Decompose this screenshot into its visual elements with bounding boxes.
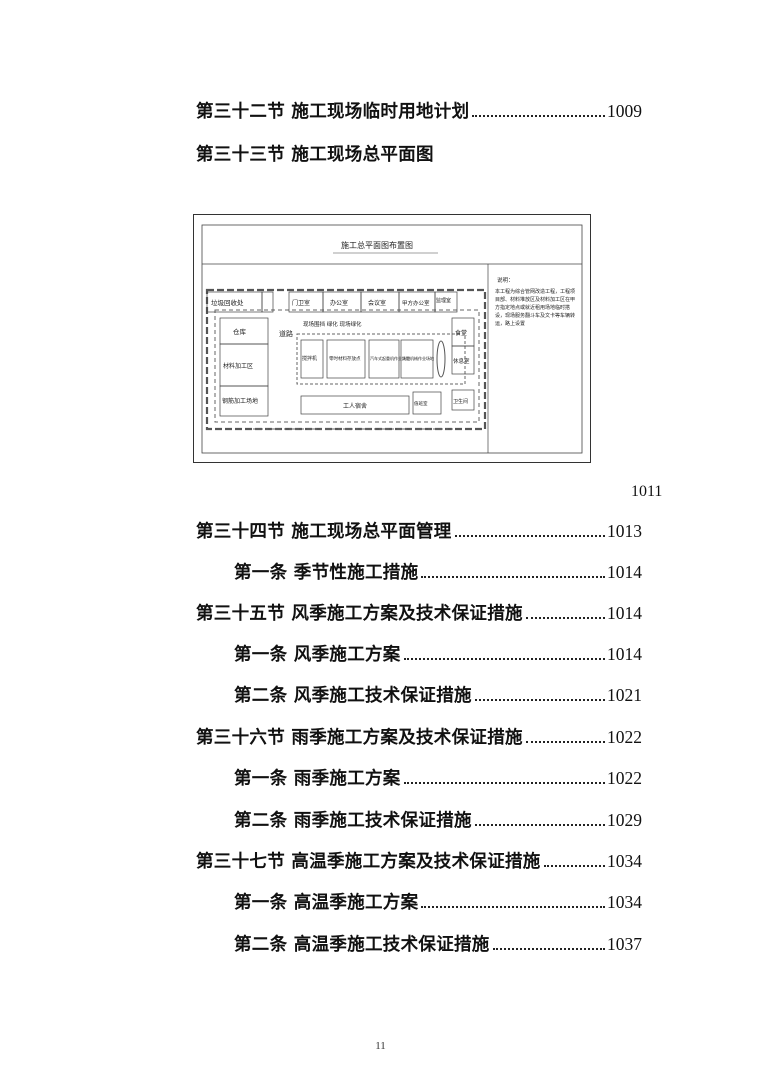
dot-leader <box>403 781 605 784</box>
dot-leader <box>421 905 605 908</box>
label-toilet: 卫生间 <box>453 398 468 405</box>
label-meeting: 会议室 <box>368 299 386 307</box>
figure-page-number: 1011 <box>631 483 663 500</box>
toc-entry-page: 1009 <box>607 101 642 121</box>
toc-entry-page: 1029 <box>607 810 642 830</box>
toc-entry-title: 第三十二节 施工现场临时用地计划 <box>196 102 470 122</box>
toc-entry-title: 第一条 风季施工方案 <box>234 645 401 665</box>
label-big-material: 大型机械作业场地 <box>402 355 434 361</box>
label-rest: 休息室 <box>453 357 470 365</box>
toc-entry[interactable]: 第三十四节 施工现场总平面管理 1013 <box>196 518 642 543</box>
toc-entry-title: 第一条 季节性施工措施 <box>234 563 419 583</box>
toc-entry[interactable]: 第二条 雨季施工技术保证措施 1029 <box>234 807 642 832</box>
toc-entry-title: 第二条 高温季施工技术保证措施 <box>234 935 490 955</box>
figure-title: 施工总平面图布置图 <box>341 240 413 250</box>
toc-entry-title: 第三十七节 高温季施工方案及技术保证措施 <box>196 852 541 872</box>
toc-entry-page: 1013 <box>607 521 642 541</box>
page-number: 11 <box>375 1040 386 1052</box>
dot-leader <box>403 657 605 660</box>
label-crane: 汽车式起重机作业场地 <box>370 355 410 361</box>
dot-leader <box>492 947 605 950</box>
toc-entry-title: 第三十六节 雨季施工方案及技术保证措施 <box>196 728 523 748</box>
label-dorm: 工人宿舍 <box>343 402 367 410</box>
label-fence: 现场围挡 绿化 现场绿化 <box>303 320 362 328</box>
toc-entry[interactable]: 第三十二节 施工现场临时用地计划 1009 <box>196 98 642 123</box>
dot-leader <box>474 823 605 826</box>
toc-entry[interactable]: 第二条 高温季施工技术保证措施 1037 <box>234 931 642 956</box>
toc-entry-title: 第一条 高温季施工方案 <box>234 893 419 913</box>
dot-leader <box>454 534 605 537</box>
label-road: 道路 <box>279 329 293 338</box>
toc-entry[interactable]: 第一条 高温季施工方案 1034 <box>234 889 642 914</box>
label-office: 办公室 <box>330 299 348 307</box>
dot-leader <box>525 740 605 743</box>
dot-leader <box>474 698 605 701</box>
site-plan-figure: 施工总平面图布置图 垃圾回收处 门卫室 办公室 会议室 甲方办公室 监理室 仓库… <box>193 214 591 463</box>
toc-entry-page: 1014 <box>607 603 642 623</box>
toc-entry-page: 1022 <box>607 727 642 747</box>
toc-entry-title: 第二条 风季施工技术保证措施 <box>234 686 472 706</box>
toc-entry[interactable]: 第一条 风季施工方案 1014 <box>234 641 642 666</box>
toc-entry-page: 1022 <box>607 768 642 788</box>
toc-entry[interactable]: 第一条 雨季施工方案 1022 <box>234 765 642 790</box>
toc-entry[interactable]: 第一条 季节性施工措施 1014 <box>234 559 642 584</box>
label-duty: 值班室 <box>414 400 428 407</box>
label-material-yard: 材料加工区 <box>223 362 253 370</box>
site-plan-drawing: 施工总平面图布置图 垃圾回收处 门卫室 办公室 会议室 甲方办公室 监理室 仓库… <box>193 214 591 463</box>
toc-entry-page: 1034 <box>607 892 642 912</box>
label-temp-material: 零时材料存放点 <box>329 355 361 362</box>
label-survey: 监理室 <box>436 297 451 304</box>
toc-entry[interactable]: 第三十六节 雨季施工方案及技术保证措施 1022 <box>196 724 642 749</box>
label-steel-yard: 钢筋加工场地 <box>222 397 258 405</box>
toc-entry[interactable]: 第三十七节 高温季施工方案及技术保证措施 1034 <box>196 848 642 873</box>
label-notes-title: 说明： <box>497 276 514 284</box>
label-notes-body: 本工程为综合管网改造工程，工程项目部、材料堆放区及材料加工区在甲方指定地点或就近… <box>495 289 576 327</box>
dot-leader <box>525 616 605 619</box>
toc-entry-title: 第三十四节 施工现场总平面管理 <box>196 522 452 542</box>
toc-entry-page: 1014 <box>607 644 642 664</box>
label-guard: 门卫室 <box>292 299 310 307</box>
dot-leader <box>421 575 605 578</box>
label-canteen: 食堂 <box>455 329 467 337</box>
toc-entry[interactable]: 第二条 风季施工技术保证措施 1021 <box>234 682 642 707</box>
toc-entry-page: 1037 <box>607 934 642 954</box>
toc-entry-page: 1021 <box>607 685 642 705</box>
dot-leader <box>543 864 605 867</box>
dot-leader <box>472 114 605 117</box>
label-storage: 仓库 <box>233 327 247 336</box>
toc-entry-title: 第一条 雨季施工方案 <box>234 769 401 789</box>
toc-entry-page: 1034 <box>607 851 642 871</box>
toc-entry-title: 第二条 雨季施工技术保证措施 <box>234 811 472 831</box>
toc-entry-title: 第三十五节 风季施工方案及技术保证措施 <box>196 604 523 624</box>
toc-entry[interactable]: 第三十五节 风季施工方案及技术保证措施 1014 <box>196 600 642 625</box>
label-owner-office: 甲方办公室 <box>402 299 430 307</box>
toc-entry-page: 1014 <box>607 562 642 582</box>
label-waste: 垃圾回收处 <box>211 298 244 307</box>
label-mixer: 搅拌机 <box>302 355 317 362</box>
section-heading: 第三十三节 施工现场总平面图 <box>196 145 434 165</box>
